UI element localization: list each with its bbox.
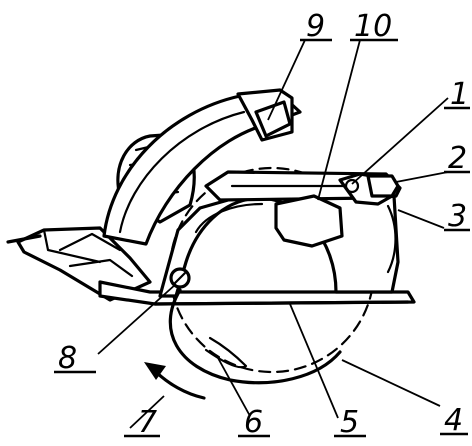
rotation-arrow — [144, 362, 206, 400]
callout-9: 9 — [300, 9, 332, 44]
pivot-screw — [169, 267, 191, 289]
leader-lines — [97, 39, 449, 429]
callout-5-text: 5 — [340, 405, 359, 440]
callout-10: 10 — [350, 9, 398, 44]
callout-6-text: 6 — [244, 405, 263, 440]
callout-7: 7 — [124, 405, 160, 440]
callout-3-text: 3 — [448, 199, 467, 234]
callout-6: 6 — [238, 405, 270, 440]
callout-8-text: 8 — [58, 341, 77, 376]
bevel-lock-knob — [338, 172, 400, 206]
motor-cap — [274, 194, 344, 248]
callout-7-text: 7 — [138, 405, 157, 440]
callout-8: 8 — [54, 341, 96, 376]
callout-4: 4 — [440, 403, 468, 438]
callout-10-text: 10 — [354, 9, 392, 44]
callout-2: 2 — [444, 141, 470, 176]
callout-3: 3 — [444, 199, 470, 234]
callout-9-text: 9 — [306, 9, 325, 44]
callout-5: 5 — [334, 405, 366, 440]
callout-1-text: 1 — [450, 77, 469, 112]
callout-1: 1 — [444, 77, 470, 112]
callout-2-text: 2 — [448, 141, 467, 176]
callout-4-text: 4 — [444, 403, 463, 438]
base-plate — [6, 226, 416, 306]
riving-knife — [386, 204, 397, 274]
